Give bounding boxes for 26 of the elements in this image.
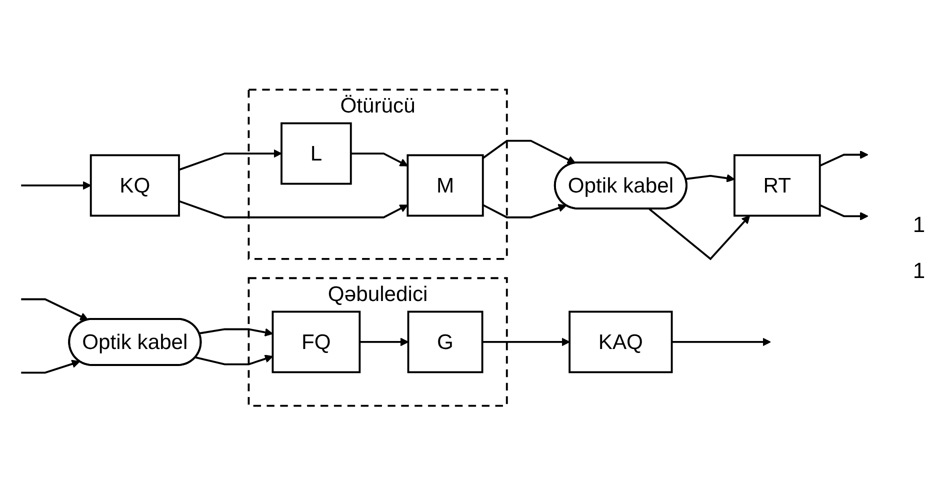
arrow bbox=[195, 354, 274, 365]
connection-label: 1 bbox=[912, 212, 926, 238]
arrow bbox=[178, 200, 408, 218]
arrow bbox=[482, 337, 570, 346]
connection-label: 1 bbox=[912, 258, 926, 284]
arrow bbox=[21, 298, 88, 320]
node-box: KQ bbox=[90, 154, 180, 216]
node-box: RT bbox=[734, 154, 821, 216]
node-box: L bbox=[280, 122, 352, 184]
arrow bbox=[350, 152, 408, 166]
arrow bbox=[686, 174, 735, 182]
arrow bbox=[819, 150, 868, 166]
arrow bbox=[819, 204, 868, 220]
arrow bbox=[178, 149, 282, 170]
arrow bbox=[648, 208, 750, 260]
arrow bbox=[482, 204, 567, 218]
arrow bbox=[360, 337, 409, 346]
node-box: FQ bbox=[272, 310, 361, 373]
arrow bbox=[21, 180, 92, 190]
node-box: M bbox=[406, 154, 484, 216]
arrow bbox=[199, 328, 274, 336]
arrow bbox=[482, 140, 576, 164]
arrow bbox=[21, 360, 80, 374]
arrow bbox=[672, 337, 771, 346]
node-box: KAQ bbox=[568, 310, 673, 373]
node-box: G bbox=[407, 310, 484, 373]
